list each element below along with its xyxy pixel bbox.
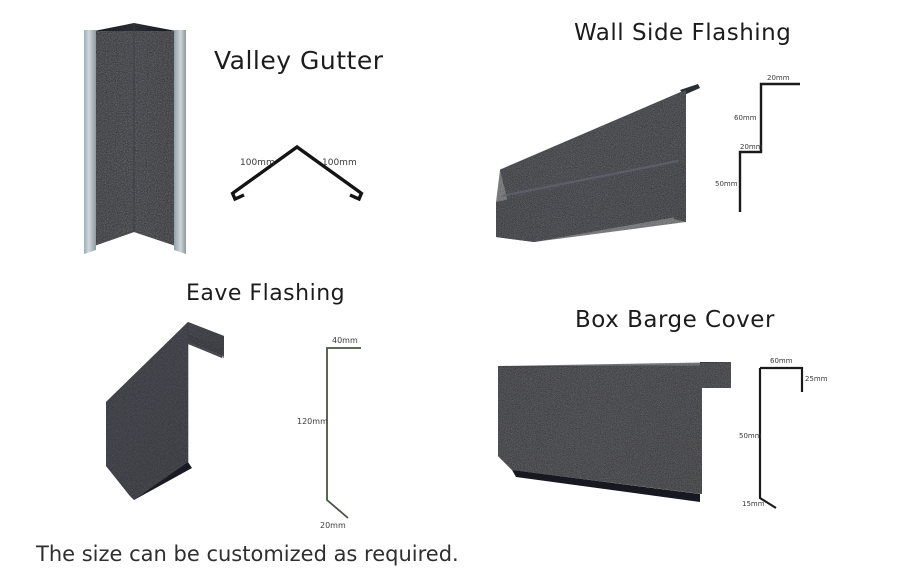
box-dim-bottom: 15mm bbox=[742, 500, 765, 508]
eave-dim-bottom: 20mm bbox=[320, 521, 346, 530]
wall-side-flashing-photo bbox=[488, 62, 708, 247]
box-dim-top: 60mm bbox=[770, 357, 793, 365]
wall-dim-top: 20mm bbox=[767, 74, 790, 82]
eave-dim-vertical: 120mm bbox=[297, 417, 328, 426]
valley-gutter-profile-drawing: 100mm 100mm bbox=[222, 138, 372, 216]
wall-side-flashing-profile-drawing: 20mm 60mm 20mm 50mm bbox=[715, 66, 820, 218]
wall-dim-upper-vertical: 60mm bbox=[734, 114, 757, 122]
customization-caption: The size can be customized as required. bbox=[36, 542, 459, 566]
wall-dim-middle-step: 20mm bbox=[740, 143, 763, 151]
valley-gutter-title: Valley Gutter bbox=[214, 46, 384, 75]
box-barge-cover-profile-drawing: 60mm 25mm 50mm 15mm bbox=[739, 350, 842, 515]
box-dim-vertical: 50mm bbox=[739, 432, 762, 440]
eave-flashing-photo bbox=[84, 310, 254, 500]
box-dim-return: 25mm bbox=[805, 375, 828, 383]
valley-dim-right: 100mm bbox=[322, 158, 357, 168]
eave-dim-top: 40mm bbox=[332, 336, 358, 345]
eave-flashing-profile-drawing: 40mm 120mm 20mm bbox=[297, 332, 380, 530]
box-barge-cover-photo bbox=[494, 352, 739, 510]
wall-side-flashing-title: Wall Side Flashing bbox=[574, 20, 792, 46]
valley-gutter-photo bbox=[72, 18, 200, 260]
box-barge-cover-title: Box Barge Cover bbox=[575, 307, 775, 333]
wall-dim-lower-vertical: 50mm bbox=[715, 180, 738, 188]
valley-dim-left: 100mm bbox=[240, 158, 275, 168]
eave-flashing-title: Eave Flashing bbox=[186, 281, 346, 306]
